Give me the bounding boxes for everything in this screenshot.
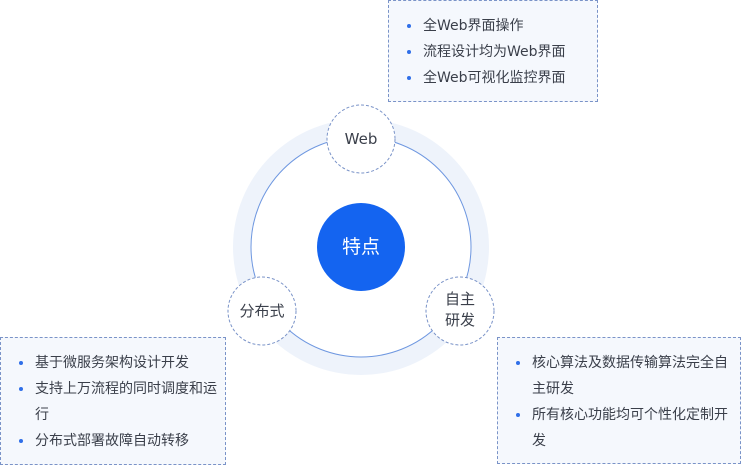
- self-dev-node-label-line1: 自主: [444, 290, 475, 308]
- self-dev-features-box: 核心算法及数据传输算法完全自主研发 所有核心功能均可个性化定制开发: [497, 337, 741, 464]
- web-node-label: Web: [344, 130, 378, 148]
- center-label: 特点: [341, 236, 380, 258]
- list-item: 支持上万流程的同时调度和运行: [17, 376, 217, 428]
- list-item: 基于微服务架构设计开发: [17, 350, 217, 376]
- list-item: 全Web可视化监控界面: [405, 65, 587, 91]
- list-item: 全Web界面操作: [405, 13, 587, 39]
- self-dev-node-circle: [425, 276, 495, 346]
- web-features-box: 全Web界面操作 流程设计均为Web界面 全Web可视化监控界面: [388, 0, 598, 102]
- self-dev-node-label: 自主 研发: [425, 289, 495, 331]
- distributed-node-circle: [227, 276, 297, 346]
- list-item: 所有核心功能均可个性化定制开发: [514, 402, 730, 454]
- self-dev-node-label-line2: 研发: [444, 311, 475, 329]
- list-item: 流程设计均为Web界面: [405, 39, 587, 65]
- web-node-circle: [326, 104, 396, 174]
- list-item: 核心算法及数据传输算法完全自主研发: [514, 350, 730, 402]
- center-circle: [317, 203, 405, 291]
- list-item: 分布式部署故障自动转移: [17, 428, 217, 454]
- distributed-features-box: 基于微服务架构设计开发 支持上万流程的同时调度和运行 分布式部署故障自动转移: [0, 337, 226, 465]
- distributed-node-label: 分布式: [239, 302, 285, 320]
